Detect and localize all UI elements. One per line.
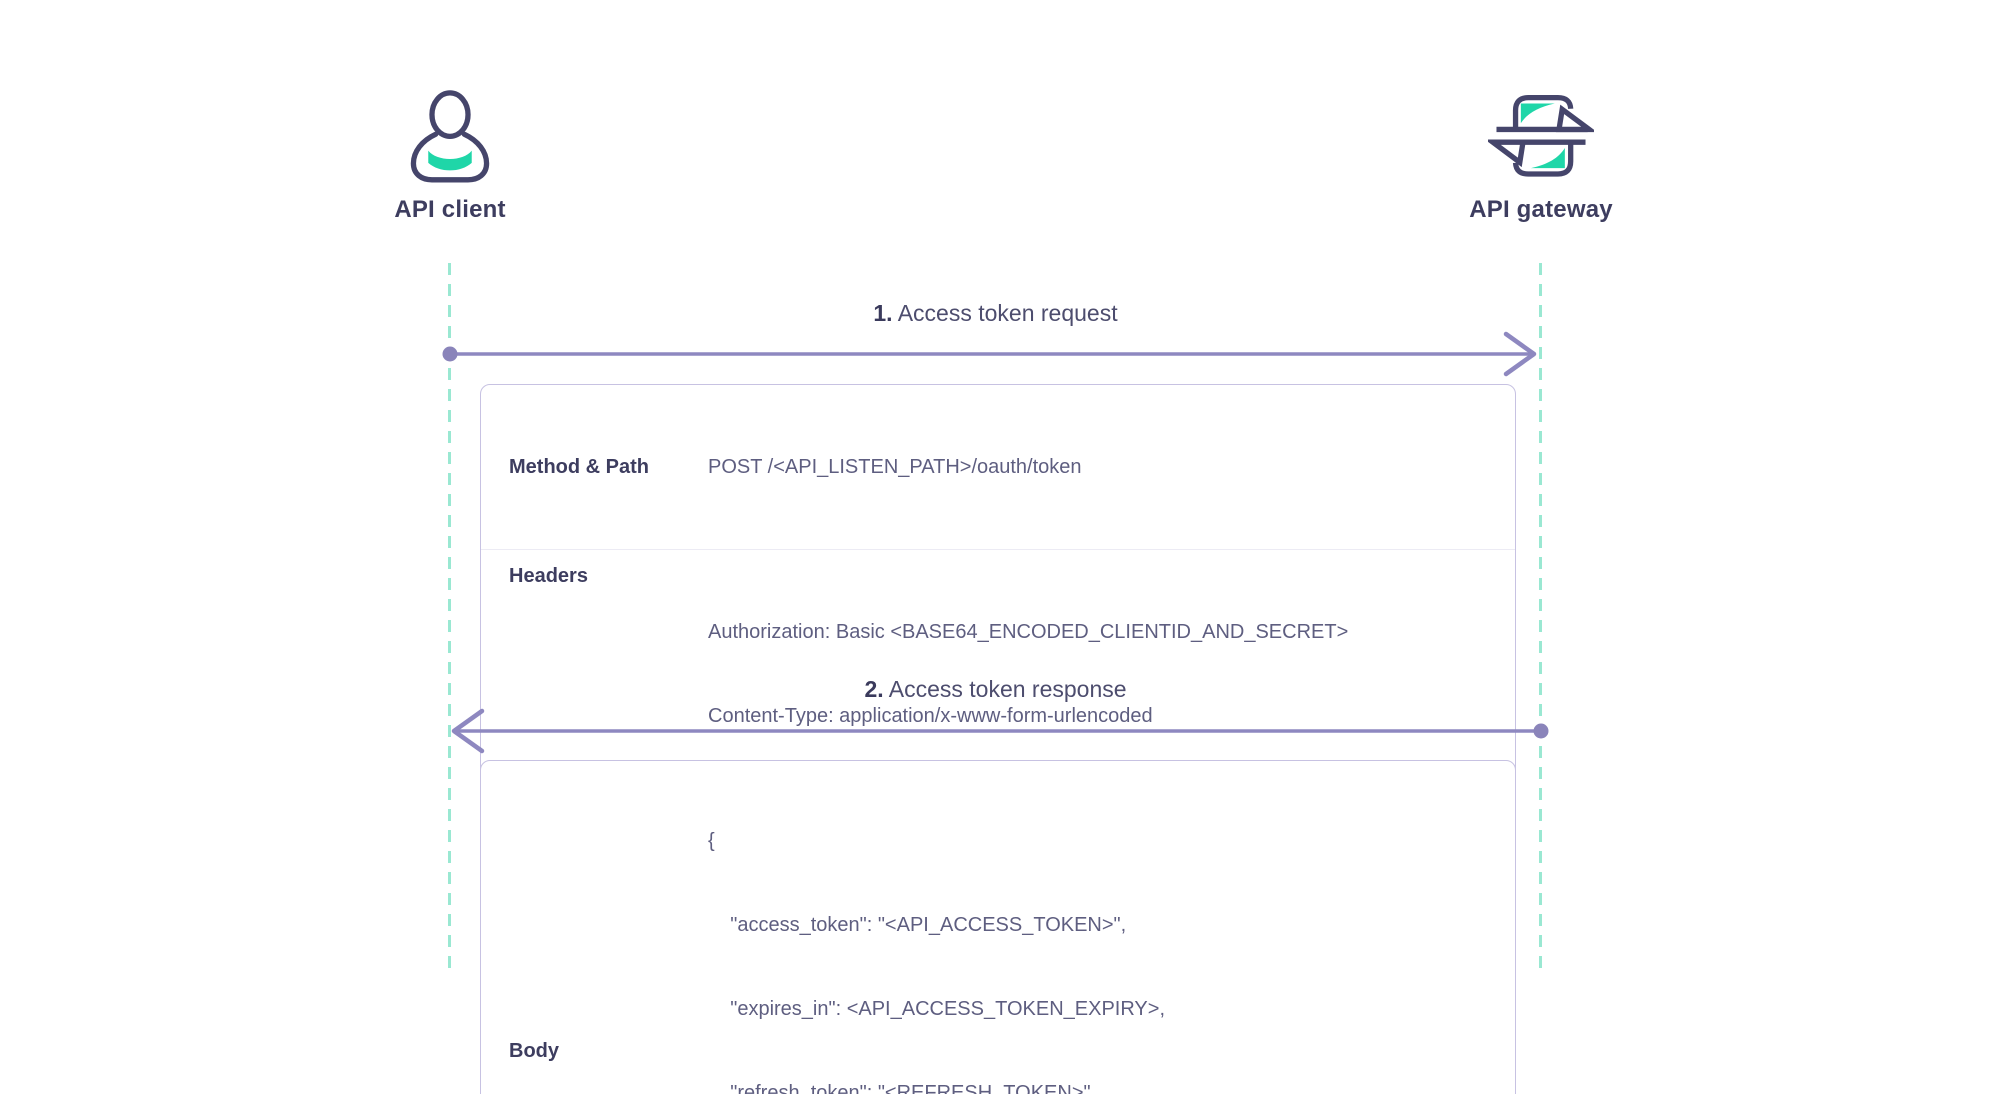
request-arrow bbox=[442, 331, 1537, 377]
table-row-body: Body { "access_token": "<API_ACCESS_TOKE… bbox=[481, 761, 1515, 1094]
actor-api-gateway: API gateway bbox=[1431, 86, 1651, 224]
row-label: Body bbox=[509, 1040, 559, 1062]
arrowhead-left-icon bbox=[451, 708, 485, 754]
actor-label-api-client: API client bbox=[394, 196, 506, 223]
actor-api-client: API client bbox=[340, 86, 560, 224]
message-response-label: 2. Access token response bbox=[450, 676, 1541, 703]
lifeline-api-client bbox=[448, 263, 451, 969]
response-detail-table: Body { "access_token": "<API_ACCESS_TOKE… bbox=[480, 760, 1516, 1094]
table-row-method-path: Method & Path POST /<API_LISTEN_PATH>/oa… bbox=[481, 385, 1515, 549]
message-request-number: 1. bbox=[873, 300, 893, 326]
row-value: POST /<API_LISTEN_PATH>/oauth/token bbox=[708, 456, 1082, 478]
person-icon bbox=[410, 90, 490, 183]
lifeline-api-gateway bbox=[1539, 263, 1542, 969]
response-arrow bbox=[451, 708, 1549, 754]
row-label: Method & Path bbox=[509, 456, 649, 478]
gateway-swap-icon bbox=[1488, 95, 1594, 177]
message-response-text: Access token response bbox=[883, 676, 1127, 702]
table-row-headers: Headers Authorization: Basic <BASE64_ENC… bbox=[481, 549, 1515, 798]
row-value: Authorization: Basic <BASE64_ENCODED_CLI… bbox=[708, 621, 1349, 727]
message-request-label: 1. Access token request bbox=[450, 300, 1541, 327]
arrowhead-right-icon bbox=[1503, 331, 1537, 377]
message-response-number: 2. bbox=[864, 676, 884, 702]
actor-label-api-gateway: API gateway bbox=[1469, 196, 1613, 223]
row-label: Headers bbox=[509, 565, 588, 587]
row-value: { "access_token": "<API_ACCESS_TOKEN>", … bbox=[708, 830, 1166, 1094]
message-request-text: Access token request bbox=[892, 300, 1118, 326]
